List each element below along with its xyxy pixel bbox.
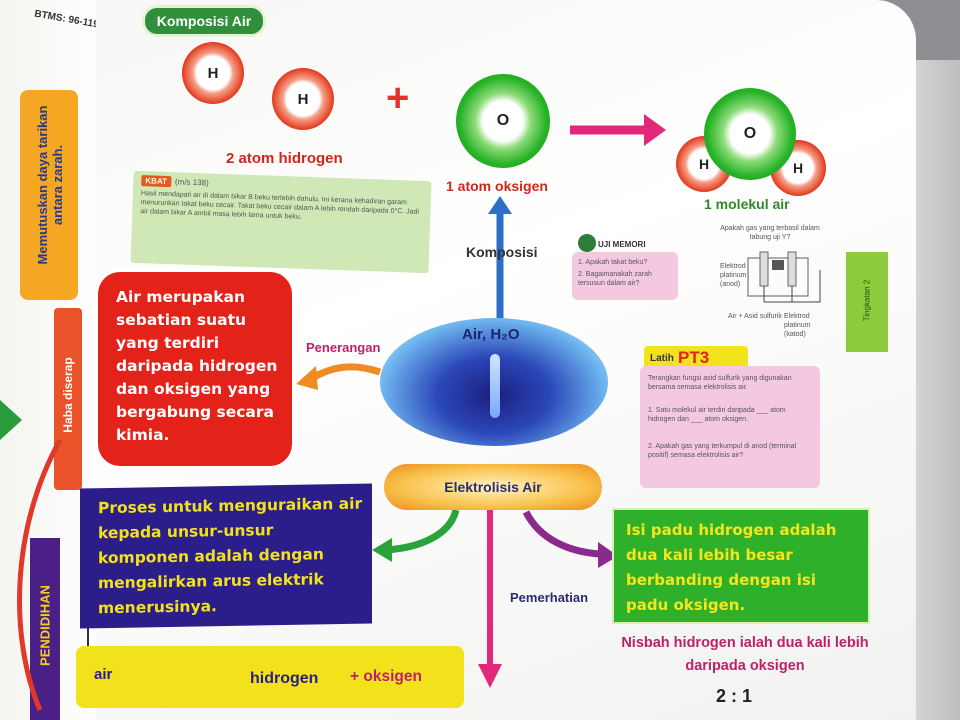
hydrogen-symbol: H [792,160,804,176]
haba-box: Haba diserap [54,308,82,490]
molecule-oxygen: O [704,88,796,180]
equation-air: air [94,666,113,683]
water-drop-image [380,318,608,446]
label-pemerhatian: Pemerhatian [510,590,589,605]
uji-memori-title: UJI MEMORI [598,240,646,249]
apparatus-question: Apakah gas yang terbasil dalam tabung uj… [720,225,820,241]
side-tab: Tingkatan 2 [846,252,888,352]
oxygen-symbol: O [496,112,510,129]
process-box: Proses untuk menguraikan air kepada unsu… [80,483,372,629]
oxygen-atom: O [456,74,550,168]
kbat-body: Hasil mendapati air di dalam bikar B bek… [140,190,420,221]
label-penerangan: Penerangan [306,340,381,355]
water-splash [490,354,500,418]
kbat-box: KBAT (m/s 138) Hasil mendapati air di da… [130,170,432,274]
label-2-hydrogen: 2 atom hidrogen [226,150,343,167]
kbat-ref: (m/s 138) [174,177,209,188]
apparatus-label-bottom: Air + Asid sulfurik [728,313,782,320]
memutuskan-box: Memutuskan daya tarikan antara zarah. [20,90,78,300]
label-komposisi: Komposisi [466,244,538,260]
ratio-text: Nisbah hidrogen ialah dua kali lebih dar… [621,635,869,674]
oxygen-symbol: O [743,125,757,142]
apparatus-label-left: Elektrod platinum (anod) [720,263,747,288]
observation-text: Isi padu hidrogen adalah dua kali lebih … [626,521,837,614]
definition-bubble: Air merupakan sebatian suatu yang terdir… [98,272,292,466]
equation-hydrogen: hidrogen [250,670,319,687]
uji-memori-box: 1. Apakah takat beku? 2. Bagaimanakah za… [572,252,678,300]
label-1-oxygen: 1 atom oksigen [446,178,548,194]
plus-sign: + [386,76,410,120]
side-tab-text: Tingkatan 2 [862,279,872,322]
hydrogen-symbol: H [698,156,710,172]
label-1-molecule: 1 molekul air [704,196,790,212]
student-icon [578,234,596,252]
equation-oxygen: + oksigen [350,668,422,685]
latih-label: Latih [650,353,674,364]
equation-bar [76,646,464,708]
hydrogen-symbol: H [297,90,309,108]
latih-pt3: PT3 [678,348,710,367]
latih-q1: 1. Satu molekul air terdiri daripada ___… [648,407,786,423]
center-title: Air, H₂O [462,326,520,343]
apparatus-label-right: Elektrod platinum (katod) [784,313,811,338]
ratio-value: 2 : 1 [716,686,753,706]
process-text: Proses untuk menguraikan air kepada unsu… [98,494,363,618]
kbat-tag: KBAT [141,175,172,188]
definition-text: Air merupakan sebatian suatu yang terdir… [116,288,278,444]
latih-intro: Terangkan fungsi asid sulfurik yang digu… [648,375,792,391]
hydrogen-atom-2: H [272,68,334,130]
hydrogen-symbol: H [207,64,219,82]
hydrogen-atom-1: H [182,42,244,104]
elektrolisis-label: Elektrolisis Air [444,479,542,495]
latih-q2: 2. Apakah gas yang terkumpul di anod (te… [648,443,797,459]
elektrolisis-cloud: Elektrolisis Air [384,464,602,510]
section-title: Komposisi Air [156,13,252,29]
uji-memori-q2: 2. Bagaimanakah zarah tersusun dalam air… [578,271,652,287]
section-header: Komposisi Air [145,8,263,34]
uji-memori-q1: 1. Apakah takat beku? [578,259,648,266]
latih-box: Terangkan fungsi asid sulfurik yang digu… [640,366,820,488]
electrolysis-apparatus-diagram [747,251,821,303]
observation-box: Isi padu hidrogen adalah dua kali lebih … [614,510,868,622]
